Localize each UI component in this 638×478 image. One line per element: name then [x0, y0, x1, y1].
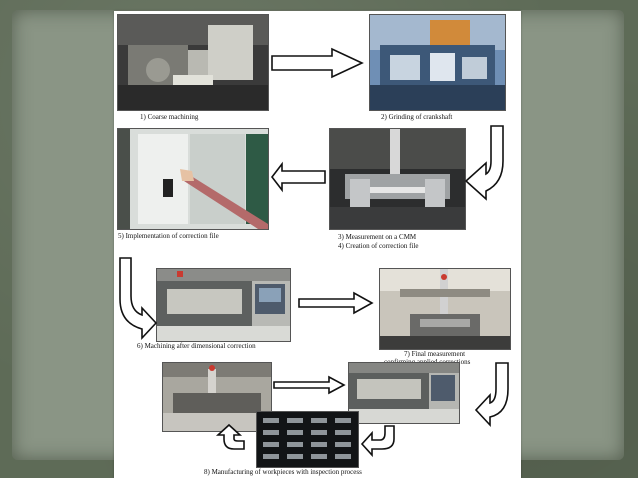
- u-turn-arrow-icon: [119, 257, 158, 341]
- process-figure: 1) Coarse machining 2) Grinding of crank…: [114, 11, 521, 478]
- step-7-caption: 7) Final measurement: [404, 350, 466, 358]
- step-8-caption: 8) Manufacturing of workpieces with insp…: [204, 468, 362, 476]
- photo-production-cmm: [162, 362, 272, 432]
- step-4-caption: 4) Creation of correction file: [338, 242, 419, 250]
- photo-final-measurement: [379, 268, 511, 350]
- photo-machining-after-correction: [156, 268, 291, 342]
- right-arrow-icon: [271, 47, 364, 79]
- u-turn-arrow-icon: [215, 423, 245, 450]
- u-turn-arrow-icon: [360, 425, 395, 458]
- flow-arrows: [119, 47, 509, 458]
- u-turn-arrow-icon: [474, 362, 509, 428]
- step-3-caption: 3) Measurement on a CMM: [338, 233, 417, 241]
- step-2-caption: 2) Grinding of crankshaft: [381, 113, 453, 121]
- photo-implementation: [117, 128, 269, 230]
- step-1-caption: 1) Coarse machining: [140, 113, 199, 121]
- photo-production-machine: [348, 362, 460, 424]
- photo-workpieces-rack: [256, 411, 359, 468]
- photo-coarse-machining: [117, 14, 269, 111]
- left-arrow-icon: [270, 161, 326, 193]
- u-turn-arrow-icon: [464, 125, 504, 201]
- step-6-caption: 6) Machining after dimensional correctio…: [137, 342, 256, 350]
- right-arrow-icon: [273, 375, 346, 395]
- right-arrow-icon: [298, 291, 374, 315]
- step-5-caption: 5) Implementation of correction file: [118, 232, 219, 240]
- photo-cmm: [329, 128, 466, 230]
- photo-grinding: [369, 14, 506, 111]
